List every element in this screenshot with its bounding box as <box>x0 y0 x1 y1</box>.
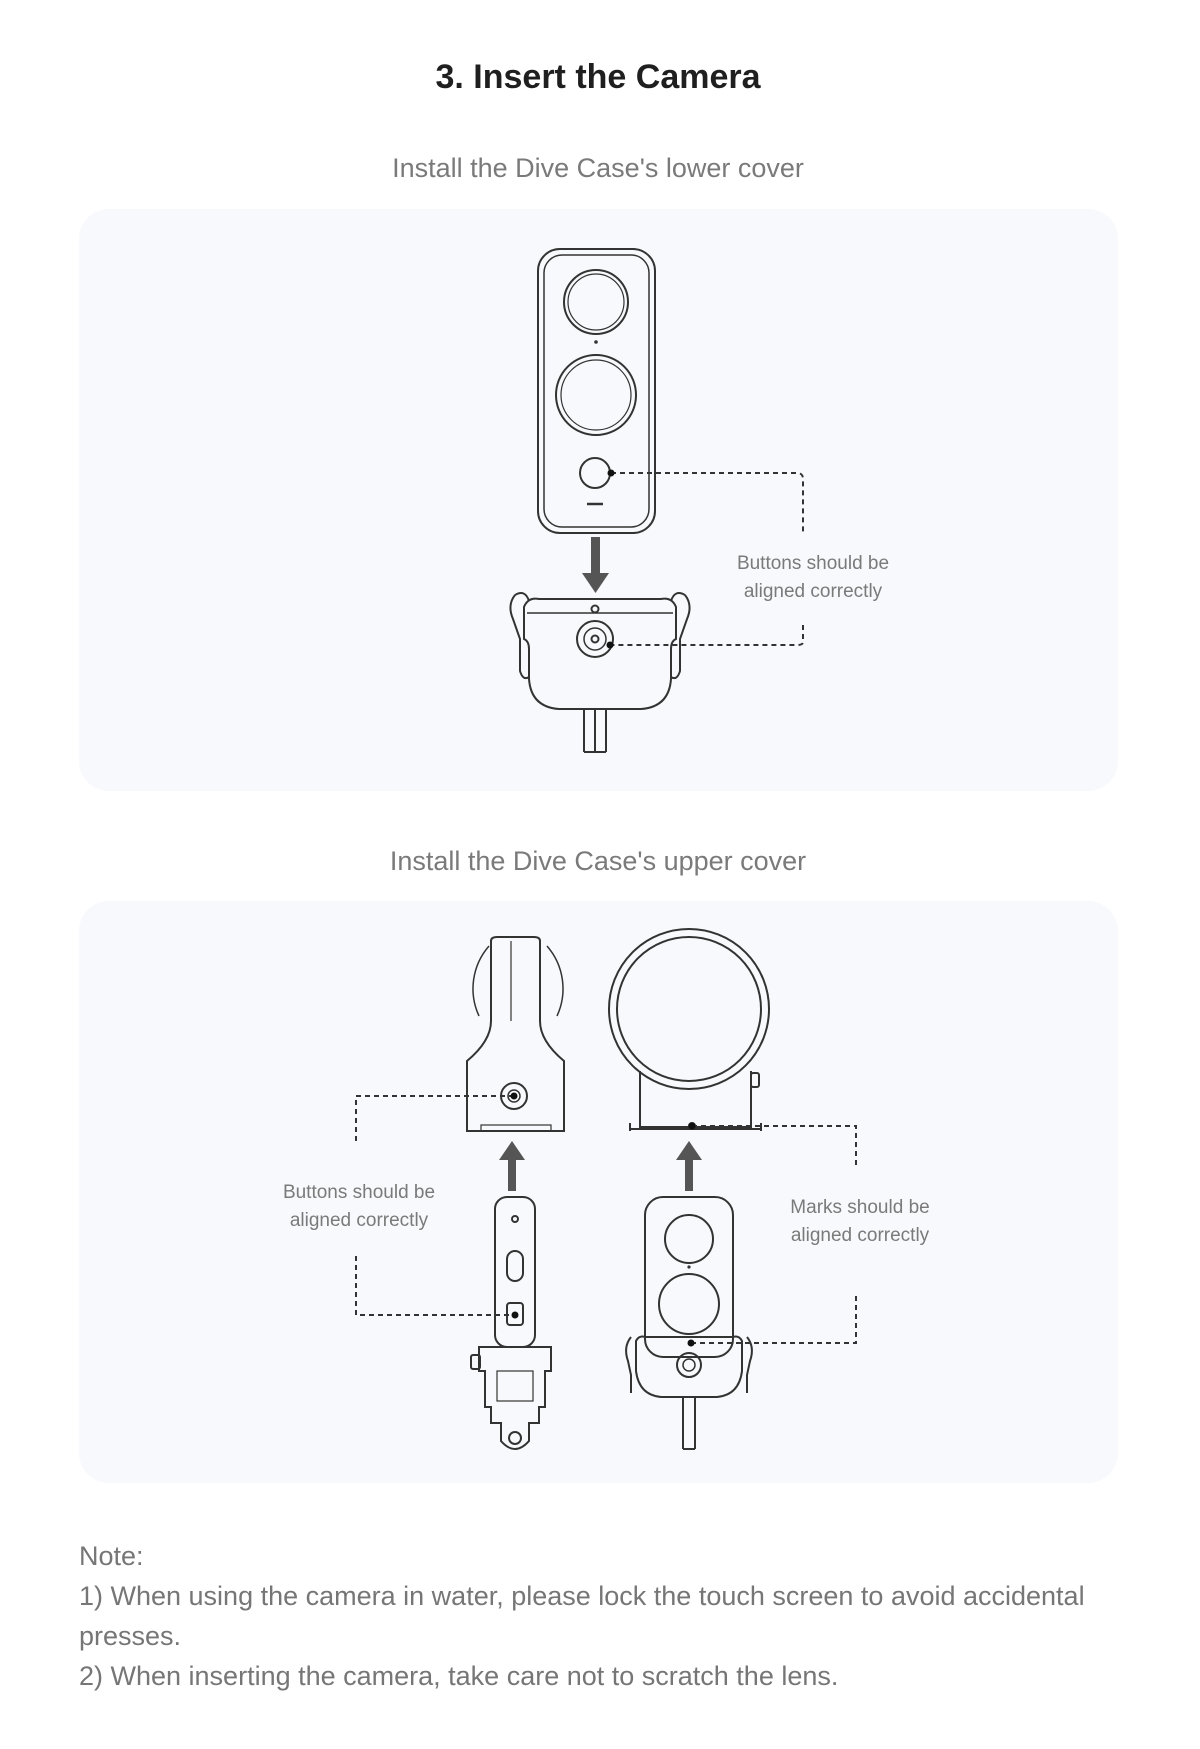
page-title: 3. Insert the Camera <box>435 58 761 96</box>
camera-side-drawing <box>470 1196 552 1450</box>
callout-text: Marks should be aligned correctly <box>790 1197 930 1246</box>
callout-text: Buttons should be aligned correctly <box>736 553 890 602</box>
alignment-leader-lines-upper <box>355 1095 857 1344</box>
notes-block: Note: 1) When using the camera in water,… <box>79 1536 1139 1696</box>
illustration-panel-lower-cover <box>79 209 1118 791</box>
notes-heading: Note: <box>79 1541 144 1571</box>
section-subtitle-lower-cover: Install the Dive Case's lower cover <box>392 153 804 183</box>
lower-cover-illustration <box>509 248 804 753</box>
arrow-up-icon-2 <box>676 1141 702 1191</box>
camera-front-drawing <box>537 248 656 534</box>
note-item-2: 2) When inserting the camera, take care … <box>79 1661 839 1691</box>
camera-in-lower-cover-drawing <box>625 1196 753 1450</box>
arrow-up-icon <box>499 1141 525 1191</box>
callout-marks-aligned: Marks should be aligned correctly <box>760 1194 960 1250</box>
callout-buttons-aligned-lower: Buttons should be aligned correctly <box>713 550 913 606</box>
alignment-leader-lines <box>610 472 804 646</box>
illustration-panel-upper-cover <box>79 901 1118 1483</box>
callout-buttons-aligned-upper: Buttons should be aligned correctly <box>259 1179 459 1235</box>
callout-text: Buttons should be aligned correctly <box>282 1182 436 1231</box>
arrow-down-icon <box>582 537 609 593</box>
upper-cover-illustration <box>355 928 857 1450</box>
upper-cover-side-drawing <box>466 936 565 1132</box>
section-subtitle-upper-cover: Install the Dive Case's upper cover <box>389 846 807 876</box>
upper-cover-front-drawing <box>608 928 770 1131</box>
note-item-1: 1) When using the camera in water, pleas… <box>79 1581 1085 1651</box>
lower-cover-drawing <box>509 592 691 753</box>
